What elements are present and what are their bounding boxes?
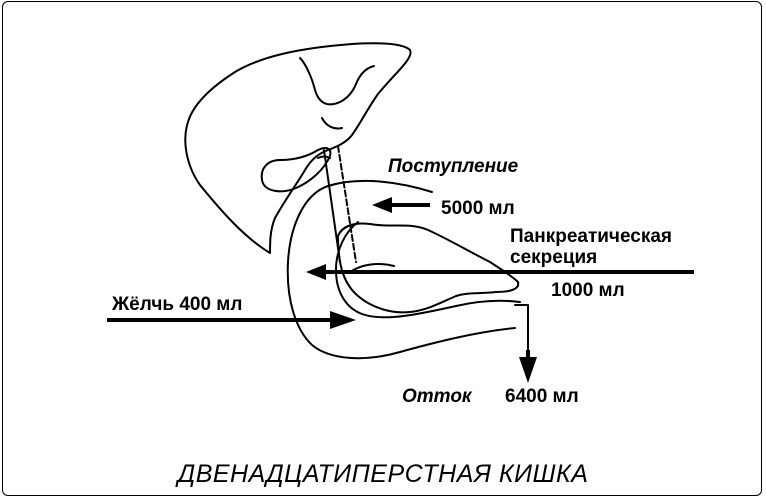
bile-arrow-head	[330, 311, 356, 329]
pancreatic-label-line1: Панкреатическая	[510, 226, 673, 247]
diagram-title: ДВЕНАДЦАТИПЕРСТНАЯ КИШКА	[177, 460, 589, 488]
outflow-arrow-head	[519, 357, 537, 383]
duodenum-outer	[286, 179, 516, 360]
pancreatic-volume: 1000 мл	[551, 280, 625, 301]
bile-duct-right	[337, 145, 357, 263]
pancreatic-label-line2: секреция	[510, 247, 598, 268]
inflow-arrow-head	[372, 197, 392, 213]
liver-outline	[184, 42, 412, 254]
pancreatic-arrow-head	[306, 264, 326, 280]
outflow-tube	[514, 304, 529, 357]
outflow-label: Отток	[402, 386, 472, 407]
pancreas-outline	[337, 222, 520, 314]
inflow-label: Поступление	[388, 156, 519, 177]
bile-label: Жёлчь 400 мл	[112, 294, 243, 315]
gallbladder	[260, 147, 332, 193]
liver-lobe-line	[299, 57, 375, 106]
duodenum-inner	[335, 221, 521, 319]
outflow-volume: 6400 мл	[505, 386, 579, 407]
liver-detail-line	[321, 117, 343, 130]
inflow-volume: 5000 мл	[441, 198, 515, 219]
